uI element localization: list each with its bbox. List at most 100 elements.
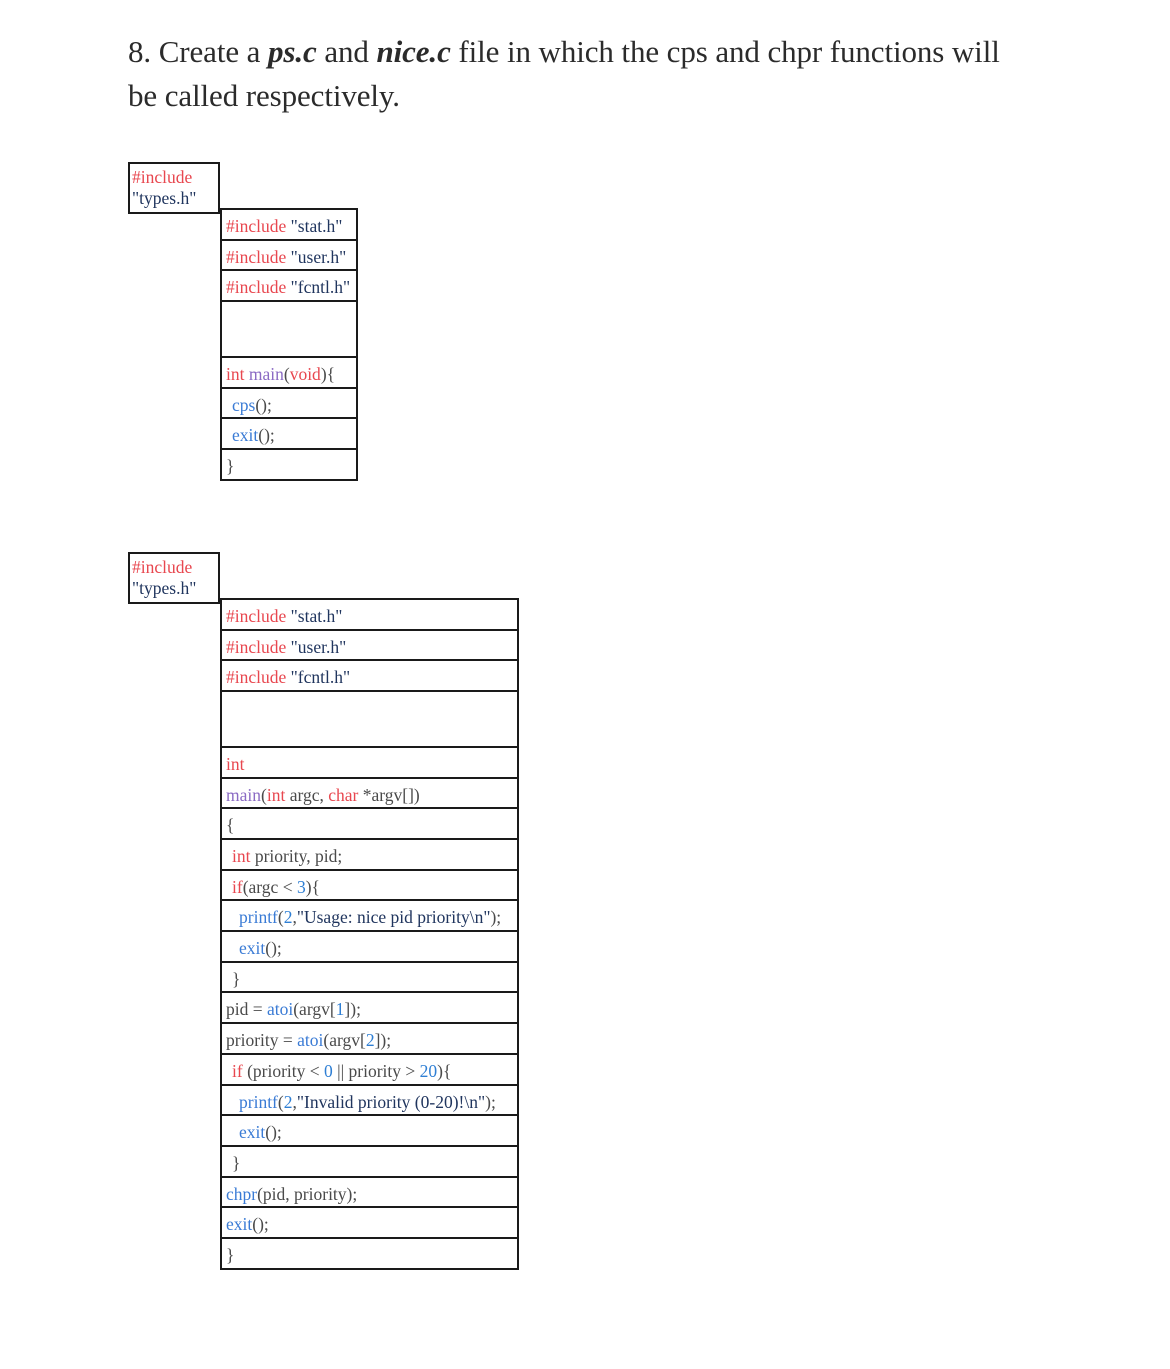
- code-token: 1: [335, 999, 345, 1020]
- code-token: ){: [320, 363, 336, 384]
- include-keyword: #include: [132, 557, 193, 577]
- code-row: #include "user.h": [220, 628, 519, 662]
- code-row: printf(2,"Invalid priority (0-20)!\n");: [220, 1083, 519, 1117]
- code-token: #include: [226, 277, 287, 298]
- code-token: 2: [283, 1091, 293, 1112]
- code-row: #include "stat.h": [220, 598, 519, 631]
- code-token: if: [232, 876, 243, 897]
- code-row-stack: #include "stat.h"#include "user.h"#inclu…: [220, 598, 519, 1271]
- code-row: #include "fcntl.h": [220, 659, 519, 693]
- code-row-stack: #include "stat.h"#include "user.h"#inclu…: [220, 208, 358, 481]
- code-token: (pid, priority);: [257, 1183, 358, 1204]
- code-token: priority, pid;: [250, 845, 343, 866]
- code-row: main(int argc, char *argv[]): [220, 776, 519, 810]
- code-token: }: [232, 1152, 241, 1173]
- code-token: 0: [324, 1060, 333, 1081]
- code-token: ]);: [344, 999, 361, 1020]
- include-header-name: "types.h": [132, 187, 197, 208]
- page-title: 8. Create a ps.c and nice.c file in whic…: [128, 30, 1008, 118]
- code-row: #include "fcntl.h": [220, 269, 358, 303]
- code-token: ){: [305, 876, 320, 897]
- question-number: 8.: [128, 34, 152, 69]
- heading-text-after: file in which the cps and chpr functions…: [128, 34, 1000, 114]
- include-types-box: #include"types.h": [128, 552, 220, 605]
- code-token: "Invalid priority (0-20)!\n": [296, 1091, 486, 1112]
- code-token: ]);: [374, 1030, 392, 1051]
- code-row: exit();: [220, 417, 358, 451]
- code-token: 3: [296, 876, 306, 897]
- code-token: "user.h": [290, 246, 347, 267]
- heading-text-before: Create a: [158, 34, 261, 69]
- code-row: }: [220, 1237, 519, 1271]
- code-row: if(argc < 3){: [220, 868, 519, 902]
- code-token: }: [226, 455, 235, 476]
- code-token: priority =: [226, 1030, 298, 1051]
- code-row: priority = atoi(argv[2]);: [220, 1022, 519, 1056]
- code-token: "stat.h": [290, 216, 343, 236]
- code-token: atoi: [266, 999, 294, 1020]
- code-token: ();: [255, 394, 272, 415]
- code-token: 2: [365, 1030, 375, 1051]
- code-row: int priority, pid;: [220, 837, 519, 871]
- heading-emphasis-nice-c: nice.c: [376, 34, 451, 69]
- code-row: [220, 690, 519, 749]
- code-row: {: [220, 807, 519, 841]
- code-token: ,: [292, 907, 297, 928]
- code-token: pid =: [226, 999, 267, 1020]
- code-token: (: [277, 907, 284, 928]
- code-row: exit();: [220, 1206, 519, 1240]
- code-token: #include: [226, 667, 287, 688]
- code-token: ();: [265, 938, 282, 959]
- code-token: (: [283, 363, 290, 384]
- code-row: int: [220, 745, 519, 779]
- code-token: atoi: [297, 1030, 324, 1051]
- code-row: [220, 300, 358, 359]
- code-token: (argv[: [293, 999, 336, 1020]
- code-row: }: [220, 960, 519, 994]
- code-row: cps();: [220, 386, 358, 420]
- code-row: #include "stat.h": [220, 208, 358, 241]
- code-token: main: [226, 784, 261, 805]
- code-token: "fcntl.h": [290, 667, 351, 688]
- code-token: int: [226, 363, 245, 384]
- code-row: }: [220, 1144, 519, 1178]
- code-token: "Usage: nice pid priority\n": [296, 907, 491, 928]
- code-row: chpr(pid, priority);: [220, 1175, 519, 1209]
- code-token: void: [289, 363, 321, 384]
- code-token: 20: [419, 1060, 438, 1081]
- code-row: exit();: [220, 930, 519, 964]
- code-token: "user.h": [290, 636, 347, 657]
- code-token: int: [266, 784, 286, 805]
- code-token: int: [226, 753, 245, 774]
- code-token: ();: [258, 425, 275, 446]
- code-token: ();: [252, 1214, 269, 1235]
- code-token: );: [485, 1091, 496, 1112]
- code-token: cps: [232, 394, 256, 415]
- code-token: ();: [265, 1122, 282, 1143]
- code-token: argc,: [285, 784, 329, 805]
- code-token: (: [261, 784, 267, 805]
- code-token: );: [490, 907, 502, 928]
- code-token: exit: [239, 938, 266, 959]
- code-token: main: [248, 363, 284, 384]
- code-token: char: [328, 784, 359, 805]
- code-token: }: [226, 1245, 235, 1266]
- code-token: *argv[]): [358, 784, 420, 805]
- code-token: "fcntl.h": [290, 277, 351, 298]
- code-token: printf: [239, 907, 278, 928]
- code-token: if: [232, 1060, 243, 1081]
- code-token: int: [232, 845, 251, 866]
- code-row: printf(2,"Usage: nice pid priority\n");: [220, 899, 519, 933]
- code-token: ,: [292, 1091, 297, 1112]
- code-token: (argc <: [242, 876, 297, 897]
- code-token: "stat.h": [290, 606, 343, 626]
- code-token: #include: [226, 606, 287, 626]
- code-token: (: [277, 1091, 284, 1112]
- code-token: ){: [437, 1060, 452, 1081]
- code-token: || priority >: [332, 1060, 420, 1081]
- heading-text-mid: and: [324, 34, 369, 69]
- code-token: #include: [226, 246, 287, 267]
- code-token: (argv[: [323, 1030, 366, 1051]
- code-row: exit();: [220, 1114, 519, 1148]
- code-token: exit: [232, 425, 259, 446]
